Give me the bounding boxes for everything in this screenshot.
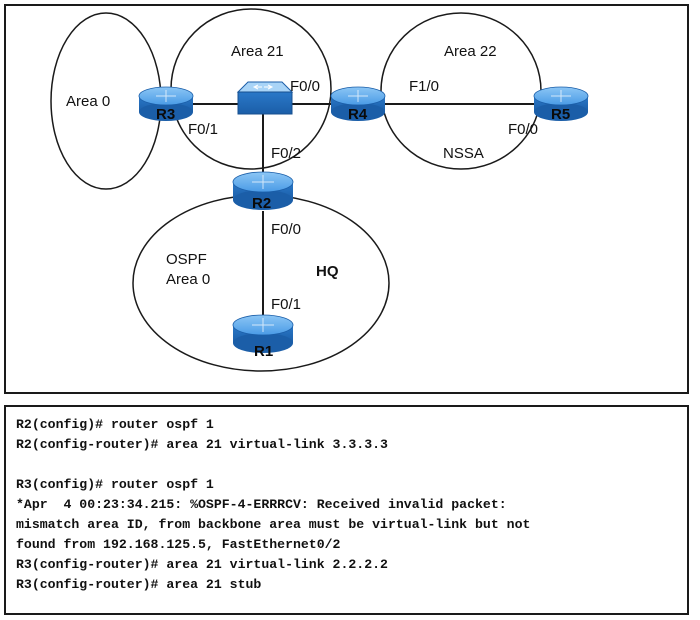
router-r4-icon (330, 86, 386, 121)
r2-f02-label: F0/2 (271, 145, 301, 162)
console-line: mismatch area ID, from backbone area mus… (16, 517, 531, 532)
router-r4-label: R4 (348, 106, 368, 123)
router-r1-label: R1 (254, 343, 273, 360)
console-line: R3(config)# router ospf 1 (16, 477, 214, 492)
console-output: R2(config)# router ospf 1 R2(config-rout… (4, 405, 689, 615)
r1-f01-label: F0/1 (271, 296, 301, 313)
console-line: R2(config-router)# area 21 virtual-link … (16, 437, 388, 452)
topology-diagram: R3 R4 R5 R2 (4, 4, 689, 394)
console-line: R3(config-router)# area 21 stub (16, 577, 262, 592)
console-line: R2(config)# router ospf 1 (16, 417, 214, 432)
console-line: R3(config-router)# area 21 virtual-link … (16, 557, 388, 572)
area22-label: Area 22 (444, 43, 497, 60)
r3-f01-label: F0/1 (188, 121, 218, 138)
r5-f00-label: F0/0 (508, 121, 538, 138)
router-r3-label: R3 (156, 106, 175, 123)
area0-left-label: Area 0 (66, 93, 110, 110)
router-r5-icon (533, 86, 589, 121)
router-r1-icon (232, 314, 294, 353)
nssa-label: NSSA (443, 145, 484, 162)
router-r2-icon (232, 171, 294, 210)
console-line (16, 455, 677, 475)
router-r5-label: R5 (551, 106, 570, 123)
console-line: *Apr 4 00:23:34.215: %OSPF-4-ERRRCV: Rec… (16, 497, 507, 512)
topology-svg: R3 R4 R5 R2 (50, 8, 589, 372)
router-r3-icon (138, 86, 194, 121)
hq-label: HQ (316, 263, 339, 280)
r4-f00-label: F0/0 (290, 78, 320, 95)
area21-label: Area 21 (231, 43, 284, 60)
area0-bottom-label: Area 0 (166, 271, 210, 288)
r4-f10-label: F1/0 (409, 78, 439, 95)
router-r2-label: R2 (252, 195, 271, 212)
console-line: found from 192.168.125.5, FastEthernet0/… (16, 537, 341, 552)
switch-icon (236, 81, 294, 115)
r2-f00-label: F0/0 (271, 221, 301, 238)
ospf-label: OSPF (166, 251, 207, 268)
